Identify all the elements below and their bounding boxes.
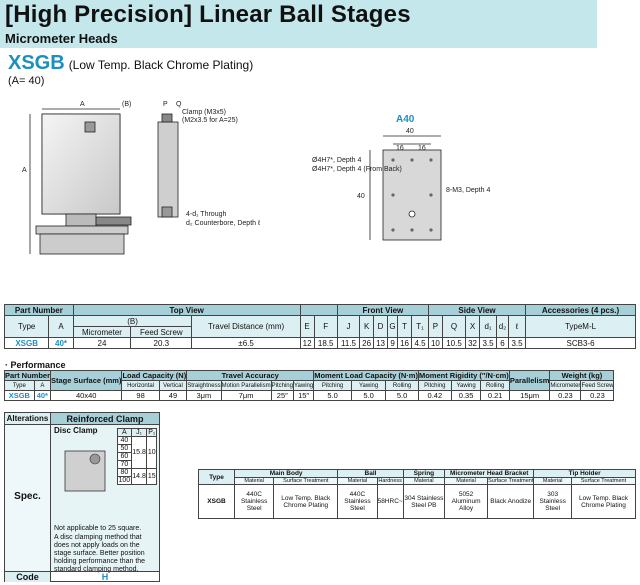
model-code: XSGB [8, 52, 65, 74]
note-1: Not applicable to 25 square. [54, 525, 142, 532]
a40-dim-left: 40 [357, 193, 365, 200]
a40-title: A40 [396, 114, 415, 125]
page-subtitle: Micrometer Heads [5, 31, 118, 46]
label-a-side: A [22, 167, 27, 174]
disc-clamp-sketch [64, 450, 106, 492]
material-table: Type Main Body Ball Spring Micrometer He… [198, 469, 636, 519]
label-counterbore: d₂ Counterbore, Depth ℓ [186, 220, 261, 227]
label-q: Q [176, 101, 182, 108]
label-through: 4-d₁ Through [186, 211, 226, 218]
table-row: XSGB 440C Stainless Steel Low Temp. Blac… [198, 484, 636, 519]
model-heading: XSGB(Low Temp. Black Chrome Plating) [8, 52, 253, 75]
th-part-number: Part Number [4, 304, 74, 316]
label-clamp: Clamp (M3x5) [182, 109, 226, 116]
a-variant: (A= 40) [8, 75, 45, 87]
a40-m3: 8-M3, Depth 4 [446, 187, 490, 194]
header-banner: [High Precision] Linear Ball Stages Micr… [0, 0, 597, 48]
alterations-box: Alterations Reinforced Clamp Spec. Disc … [4, 412, 160, 582]
a40-dim-top: 40 [406, 128, 414, 135]
th-side-view: Side View [427, 304, 527, 316]
model-description: (Low Temp. Black Chrome Plating) [68, 58, 254, 72]
label-b: (B) [122, 101, 131, 108]
a40-dim-16a: 16 [396, 145, 404, 152]
note-2: A disc clamping method that does not app… [54, 534, 146, 573]
a40-dim-16b: 16 [418, 145, 426, 152]
th-accessories: Accessories (4 pcs.) [525, 304, 636, 316]
page-title: [High Precision] Linear Ball Stages [5, 1, 411, 28]
a40-hole1: Ø4H7*, Depth 4 [312, 157, 362, 164]
th-top-view: Top View [72, 304, 301, 316]
performance-title: · Performance [5, 360, 66, 370]
th-front-view: Front View [336, 304, 430, 316]
label-p: P [163, 101, 168, 108]
label-clamp2: (M2x3.5 for A=25) [182, 117, 238, 124]
a40-hole2: Ø4H7*, Depth 4 (From Back) [312, 166, 402, 173]
label-a: A [80, 101, 85, 108]
main-spec-table: Part Number Top View Front View Side Vie… [3, 304, 636, 349]
performance-table: Part Number Stage Surface (mm) Load Capa… [3, 370, 615, 401]
technical-drawing: A (B) P Q Clamp (M3x5) (M2x3.5 for A=25)… [22, 101, 490, 255]
